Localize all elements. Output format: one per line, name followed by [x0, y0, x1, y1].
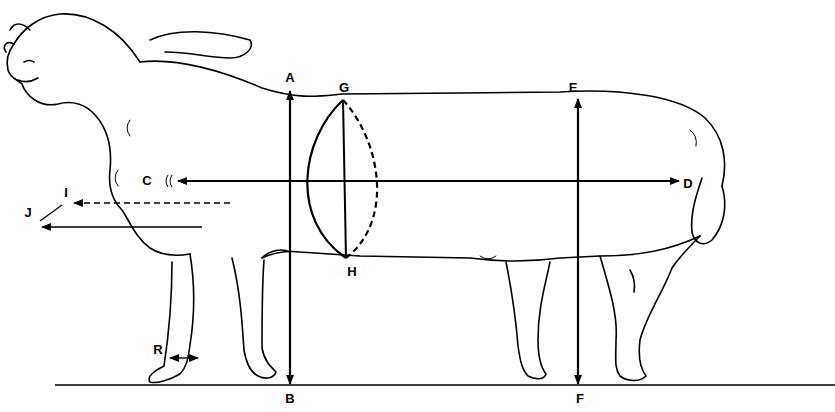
point-label: D	[683, 177, 692, 191]
point-label: E	[569, 81, 578, 95]
point-label: I	[64, 186, 68, 200]
point-label: C	[142, 174, 151, 188]
point-label: B	[285, 392, 294, 406]
point-label: F	[576, 392, 584, 406]
point-label: G	[339, 81, 349, 95]
point-label: A	[285, 71, 294, 85]
point-label: H	[347, 265, 356, 279]
point-label: R	[153, 343, 162, 357]
point-label: J	[24, 206, 31, 220]
